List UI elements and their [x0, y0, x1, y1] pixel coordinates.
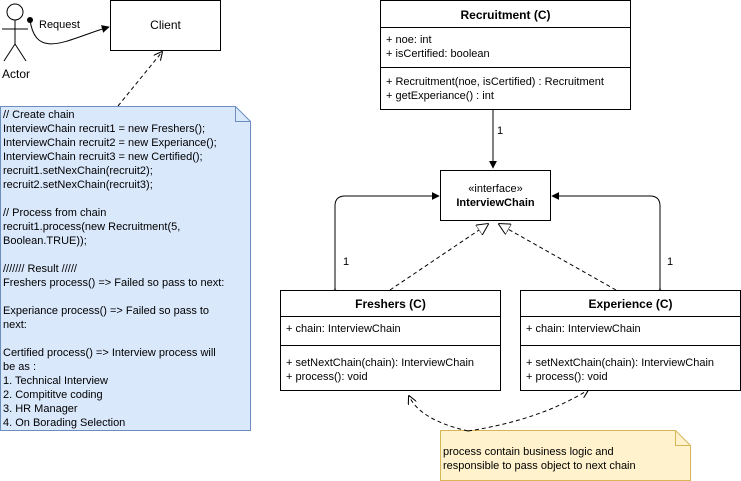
experience-method: + setNextChain(chain): InterviewChain [526, 357, 715, 369]
freshers-divider-1 [281, 316, 500, 317]
code-note-line: recruit1.process(new Recruitment(5, [3, 221, 181, 233]
code-note-line: /////// Result ///// [3, 263, 77, 275]
code-note-line: recruit1.setNexChain(recruit2); [3, 165, 153, 177]
recruitment-class[interactable]: Recruitment (C) + noe: int + isCertified… [380, 0, 631, 110]
code-note-line: Freshers process() => Failed so pass to … [3, 277, 225, 289]
recruitment-divider-2 [381, 67, 630, 68]
recruitment-class-title: Recruitment (C) [460, 8, 551, 22]
request-edge-label: Request [39, 19, 80, 31]
experience-chain-edge[interactable] [552, 196, 660, 288]
code-note-line: Boolean.TRUE)); [3, 235, 87, 247]
interview-chain-interface[interactable]: «interface» InterviewChain [440, 170, 551, 221]
code-note-line: Certified process() => Interview process… [3, 347, 216, 359]
code-note-line: 3. HR Manager [3, 403, 78, 415]
logic-note-link-freshers [409, 396, 469, 432]
freshers-method: + setNextChain(chain): InterviewChain [286, 357, 475, 369]
recruitment-method: + getExperiance() : int [386, 90, 494, 102]
code-note-line: 2. Compititve coding [3, 389, 103, 401]
freshers-chain-edge[interactable] [335, 196, 439, 288]
experience-attribute: + chain: InterviewChain [526, 323, 641, 335]
logic-note-line: responsible to pass object to next chain [443, 460, 636, 472]
actor-client-edge[interactable] [27, 17, 110, 45]
logic-note-line: process contain business logic and [443, 446, 614, 458]
code-note-fold [235, 106, 251, 122]
logic-note-shape [440, 430, 691, 481]
interface-name: InterviewChain [456, 197, 535, 209]
code-note-line: InterviewChain recruit3 = new Certified(… [3, 151, 203, 163]
experience-method: + process(): void [526, 371, 608, 383]
logic-note-link-experience [467, 390, 588, 432]
code-note-line: 1. Technical Interview [3, 375, 108, 387]
recruitment-divider-1 [381, 27, 630, 28]
multiplicity-freshers: 1 [343, 256, 350, 268]
multiplicity-experience: 1 [667, 256, 674, 268]
recruitment-attribute: + noe: int [386, 34, 432, 46]
client-note-link [117, 52, 162, 107]
actor-figure[interactable] [2, 3, 28, 62]
experience-realizes-edge[interactable] [499, 224, 617, 291]
freshers-realizes-edge[interactable] [389, 224, 488, 291]
experience-divider-2 [521, 345, 740, 346]
multiplicity-recruitment: 1 [497, 125, 504, 137]
client-box[interactable]: Client [110, 0, 221, 51]
freshers-divider-2 [281, 345, 500, 346]
actor-label: Actor [2, 67, 31, 81]
client-label: Client [150, 18, 181, 32]
code-note-line: // Process from chain [3, 207, 107, 219]
freshers-method: + process(): void [286, 371, 368, 383]
freshers-class-title: Freshers (C) [355, 297, 426, 311]
code-note-line: InterviewChain recruit2 = new Experiance… [3, 137, 217, 149]
experience-class[interactable]: Experience (C) + chain: InterviewChain +… [520, 290, 741, 391]
code-note-line: Experiance process() => Failed so pass t… [3, 305, 210, 317]
code-note-line: recruit2.setNexChain(recruit3); [3, 179, 153, 191]
recruitment-method: + Recruitment(noe, isCertified) : Recrui… [386, 76, 604, 88]
code-note-line: InterviewChain recruit1 = new Freshers()… [3, 123, 206, 135]
experience-divider-1 [521, 316, 740, 317]
freshers-attribute: + chain: InterviewChain [286, 323, 401, 335]
freshers-class[interactable]: Freshers (C) + chain: InterviewChain + s… [280, 290, 501, 391]
logic-note-fold [675, 430, 691, 446]
code-note-line: be as : [3, 361, 37, 373]
code-note-line: // Create chain [3, 109, 75, 121]
recruitment-attribute: + isCertified: boolean [386, 48, 490, 60]
code-note-line: next: [3, 319, 27, 331]
code-note-line: 4. On Borading Selection [3, 417, 126, 429]
interface-stereotype: «interface» [468, 183, 523, 195]
experience-class-title: Experience (C) [588, 297, 673, 311]
code-note-shape [0, 106, 251, 431]
